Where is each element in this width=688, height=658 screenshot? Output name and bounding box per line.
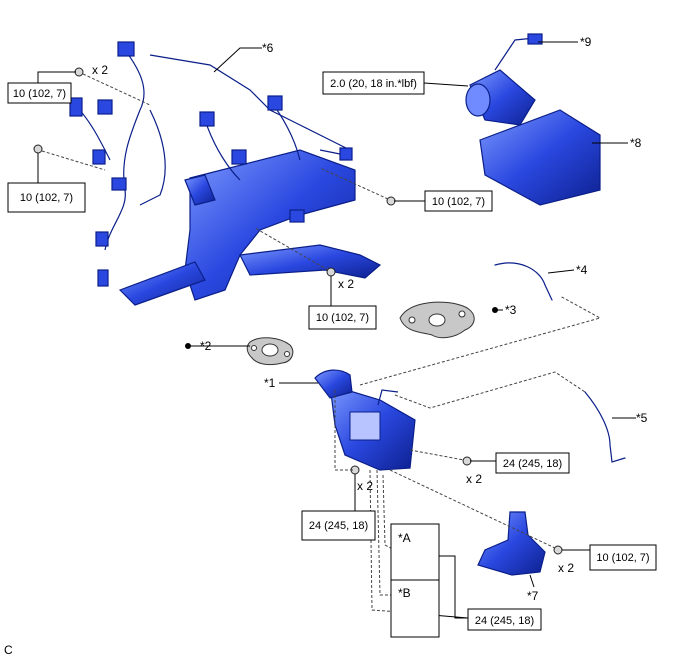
torque-harness-left-mid: 10 (102, 7) (20, 192, 73, 204)
harness-assembly (69, 41, 382, 306)
torque-air-cleaner: 2.0 (20, 18 in.*lbf) (330, 78, 417, 90)
callout-2: *2 (200, 339, 212, 353)
qty-cooler-left: x 2 (357, 479, 373, 493)
bolt-harness-top (74, 67, 84, 77)
torque-harness-right: 10 (102, 7) (432, 196, 485, 208)
qty-harness-top: x 2 (92, 63, 108, 77)
callout-a: *A (398, 531, 411, 545)
torque-boxes: 10 (102, 7) 10 (102, 7) 10 (102, 7) 10 (… (7, 71, 657, 638)
torque-bracket-right: 10 (102, 7) (596, 552, 649, 564)
bolt-harness-mid (33, 144, 43, 154)
callout-6: *6 (262, 41, 274, 55)
torque-bracket-bottom: 10 (102, 7) (316, 312, 369, 324)
qty-cooler-right: x 2 (466, 472, 482, 486)
bolt-bracket (553, 545, 563, 555)
figure-code: C (4, 643, 13, 657)
gasket-2-dot (185, 343, 191, 349)
torque-ab-bolts: 24 (245, 18) (475, 615, 534, 627)
air-cleaner-assembly (465, 33, 601, 206)
callout-7: *7 (527, 589, 539, 603)
torque-cooler-right: 24 (245, 18) (503, 458, 562, 470)
callout-8: *8 (630, 136, 642, 150)
torque-cooler-left: 24 (245, 18) (309, 520, 368, 532)
egr-cooler-1 (314, 369, 416, 471)
bolt-harness-bottom (326, 267, 336, 277)
bolt-harness-right (386, 196, 396, 206)
bracket-7 (477, 511, 546, 576)
quantities: x 2 x 2 x 2 x 2 x 2 (92, 63, 574, 575)
callout-1: *1 (264, 376, 276, 390)
callout-3: *3 (505, 303, 517, 317)
torque-harness-left-top: 10 (102, 7) (13, 88, 66, 100)
gasket-3-dot (492, 307, 498, 313)
gasket-3 (399, 301, 475, 339)
callouts: *6 *9 *8 *4 *3 *2 *1 *5 *7 *A *B (200, 35, 648, 603)
qty-harness-bottom: x 2 (338, 277, 354, 291)
qty-bracket: x 2 (558, 561, 574, 575)
callout-5: *5 (636, 411, 648, 425)
hose-5 (584, 391, 626, 463)
bolt-cooler-right (462, 456, 472, 466)
gasket-2 (246, 337, 294, 366)
callout-9: *9 (580, 35, 592, 49)
hose-4 (494, 262, 553, 301)
callout-b: *B (398, 586, 411, 600)
callout-4: *4 (576, 263, 588, 277)
